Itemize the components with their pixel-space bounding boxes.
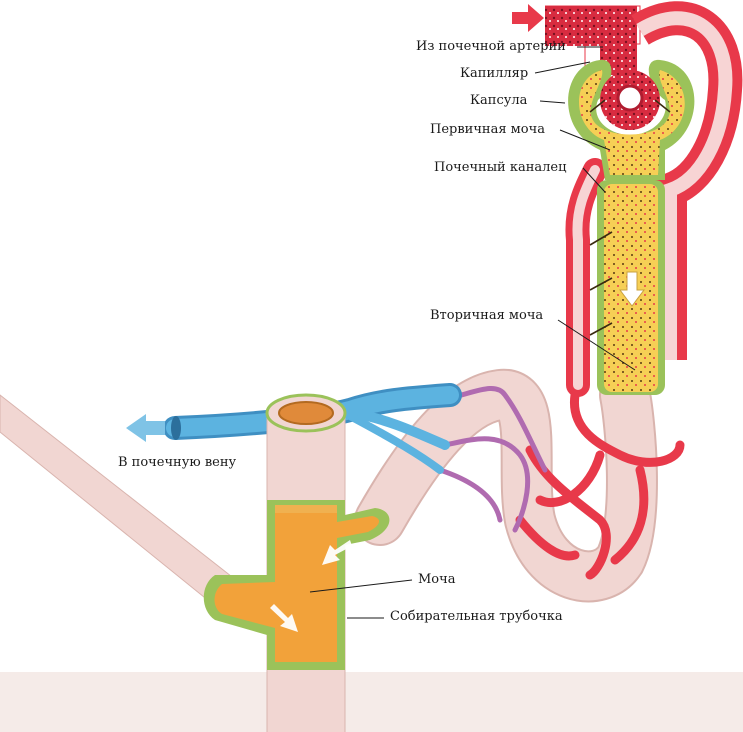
blue-left-arrow-icon <box>126 414 165 442</box>
label-renal-artery: Из почечной артерии <box>416 39 566 54</box>
renal-vein <box>163 383 462 474</box>
label-secondary-urine: Вторичная моча <box>430 308 544 323</box>
white-down-arrow-icon <box>270 540 352 632</box>
floor-shadow <box>0 672 743 732</box>
afferent-arteriole <box>545 5 641 75</box>
leader-lines <box>309 46 636 619</box>
loop-of-henle <box>354 368 658 603</box>
efferent-arteriole <box>565 1 743 397</box>
venules <box>437 386 548 533</box>
white-down-arrow-icon <box>619 271 645 307</box>
label-urine: Моча <box>418 572 456 587</box>
label-primary-urine: Первичная моча <box>430 122 545 137</box>
inner-flow-arrows <box>589 99 671 336</box>
label-capsule: Капсула <box>470 93 528 108</box>
label-capillary: Капилляр <box>460 66 529 81</box>
bowman-capsule <box>568 59 695 180</box>
label-renal-vein: В почечную вену <box>118 455 237 470</box>
peritubular-capillaries <box>515 390 685 580</box>
label-renal-tubule: Почечный каналец <box>434 160 567 175</box>
collecting-duct <box>203 393 390 732</box>
red-right-arrow-icon <box>512 4 544 32</box>
label-collecting-duct: Собирательная трубочка <box>390 609 563 624</box>
